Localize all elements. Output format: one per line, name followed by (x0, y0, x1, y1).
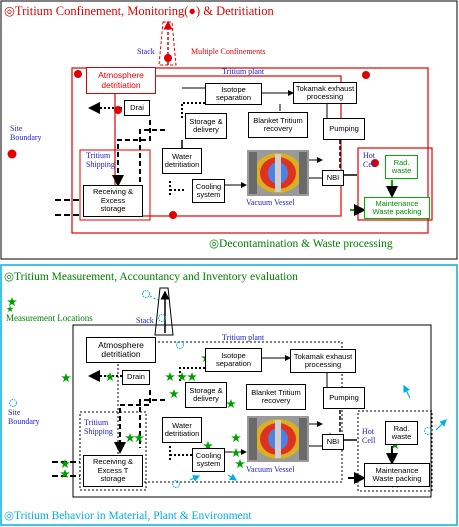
bottom-storage-delivery-box: Storage & delivery (185, 382, 227, 408)
bottom-nbi-box: NBI (322, 434, 344, 450)
bottom-water-detritiation-box: Water detritiation (162, 417, 202, 443)
bottom-atmosphere-detritiation-box: Atmosphere detritiation (86, 337, 156, 363)
measurement-star-icon (231, 433, 241, 442)
water-detritiation-box: Water detritiation (162, 148, 202, 174)
bottom-panel-footer: ◎Tritium Behavior in Material, Plant & E… (4, 510, 252, 522)
receiving-storage-box: Receiving & Excess storage (83, 185, 143, 217)
bottom-blanket-recovery-box: Blanket Tritium recovery (246, 384, 306, 410)
bottom-receiving-storage-box: Receiving & Excess T storage (83, 455, 143, 487)
drain-box: Drai (124, 100, 150, 116)
measurement-star-icon (187, 372, 197, 381)
legend-star-icon: ★ (6, 304, 15, 314)
site-boundary-label: Site Boundary (10, 124, 42, 142)
tritium-plant-label: Tritium plant (222, 67, 265, 76)
stack-label: Stack (137, 47, 155, 56)
multiple-confinements-label: Multiple Confinements (191, 47, 266, 56)
maintenance-box: Maintenance Waste packing (364, 197, 430, 219)
bottom-tritium-plant-label: Tritium plant (222, 333, 265, 342)
monitor-dot (371, 159, 379, 167)
legend-measurement-label: Measurement Locations (6, 313, 93, 323)
bottom-vacuum-vessel-label: Vacuum Vessel (246, 465, 295, 474)
bottom-tokamak-exhaust-box: Tokamak exhaust processing (290, 349, 356, 373)
bottom-maintenance-box: Maintenance Waste packing (364, 463, 430, 487)
measurement-star-icon (235, 459, 245, 468)
tritium-shipping-label: Tritium Shipping (86, 151, 115, 169)
measurement-star-icon (60, 459, 70, 468)
monitor-dot (362, 71, 370, 79)
measurement-star-icon (61, 373, 71, 382)
top-panel-frame (0, 0, 458, 260)
bottom-isotope-separation-box: Isotope separation (205, 348, 262, 372)
pumping-box: Pumping (323, 118, 365, 140)
bottom-tritium-shipping-label: Tritium Shipping (84, 418, 113, 436)
measurement-star-icon (125, 433, 135, 442)
atmosphere-detritiation-box: Atmosphere detritiation (86, 67, 156, 94)
storage-delivery-box: Storage & delivery (185, 113, 227, 139)
blanket-recovery-box: Blanket Tritium recovery (248, 112, 308, 138)
bottom-hot-cell-label: Hot Cell (362, 427, 376, 445)
bottom-drain-box: Drain (122, 370, 150, 385)
bottom-panel-title: ◎Tritium Measurement, Accountancy and In… (4, 271, 298, 283)
monitor-dot (169, 211, 177, 219)
legend-measurement: ★ Measurement Locations (6, 296, 93, 323)
bottom-rad-waste-box: Rad. waste (385, 421, 418, 445)
isotope-separation-box: Isotope separation (205, 83, 262, 105)
measurement-star-icon (226, 399, 236, 408)
bottom-stack-label: Stack (136, 316, 154, 325)
monitor-dot (114, 106, 122, 114)
nbi-box: NBI (322, 170, 344, 186)
bottom-cooling-system-box: Cooling system (192, 448, 225, 472)
bottom-pumping-box: Pumping (323, 387, 365, 409)
rad-waste-box: Rad. waste (385, 155, 418, 179)
measurement-star-icon (165, 372, 175, 381)
bottom-site-boundary-label: Site Boundary (8, 408, 40, 426)
top-panel-footer: ◎Decontamination & Waste processing (209, 238, 393, 250)
tokamak-exhaust-box: Tokamak exhaust processing (293, 82, 357, 104)
cooling-system-box: Cooling system (192, 179, 225, 203)
bottom-panel-frame (0, 264, 458, 526)
measurement-star-icon (169, 389, 179, 398)
monitor-dot (164, 54, 172, 62)
vacuum-vessel-label: Vacuum Vessel (246, 198, 295, 207)
hot-cell-label: Hot Cell (363, 151, 377, 169)
measurement-star-icon (177, 372, 187, 381)
monitor-dot (74, 70, 82, 78)
top-panel-title: ◎Tritium Confinement, Monitoring(●) & De… (4, 4, 274, 18)
monitor-dot (7, 149, 17, 159)
